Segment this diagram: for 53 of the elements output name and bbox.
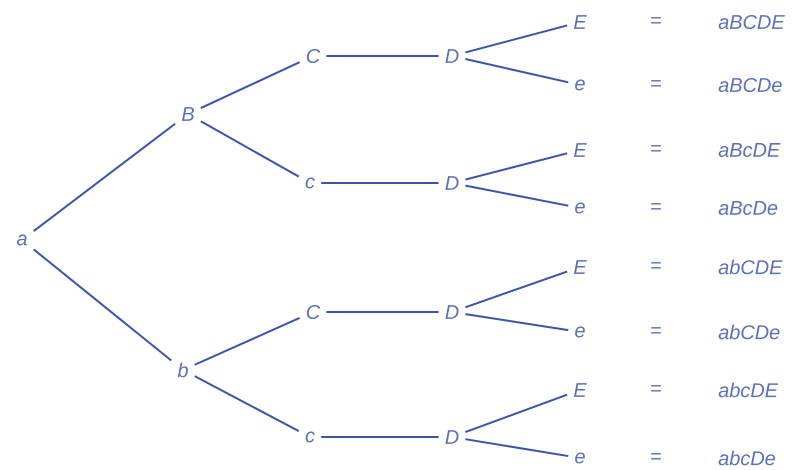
tree-letter: e (575, 452, 585, 464)
branch-line (200, 120, 300, 178)
genotype-label: abcDE (718, 382, 778, 398)
genotype-label: aBCDE (718, 14, 785, 30)
equals-sign: = (651, 145, 661, 152)
tree-letter: e (575, 202, 585, 214)
tree-letter: b (178, 362, 188, 378)
branch-line (465, 58, 568, 84)
tree-letter: D (445, 176, 459, 190)
equals-sign: = (651, 385, 661, 392)
tree-letter: C (306, 48, 320, 64)
tree-letter: e (575, 326, 585, 338)
genotype-label: aBCDe (718, 78, 782, 92)
tree-letter: E (574, 260, 587, 274)
tree-letter: E (574, 383, 587, 397)
branch-line (326, 311, 439, 313)
branch-line (326, 55, 439, 57)
genotype-label: aBcDE (718, 143, 780, 157)
equals-sign: = (651, 203, 661, 210)
tree-letter: a (16, 234, 27, 246)
tree-letter: e (575, 80, 585, 90)
genotype-label: aBcDe (718, 201, 778, 215)
branch-line (321, 436, 439, 438)
equals-sign: = (651, 262, 661, 269)
equals-sign: = (651, 17, 661, 24)
branch-line (465, 152, 568, 181)
branch-line (465, 394, 568, 434)
tree-letter: B (182, 107, 194, 121)
branch-line (465, 270, 568, 308)
branch-line (465, 24, 568, 54)
tree-letter: D (445, 430, 459, 444)
genotype-label: abCDe (718, 324, 780, 340)
branch-line (465, 438, 568, 458)
genotype-label: abcDe (718, 450, 776, 466)
tree-letter: D (445, 305, 459, 319)
equals-sign: = (651, 80, 661, 87)
branch-line (33, 122, 176, 232)
equals-sign: = (651, 453, 661, 460)
tree-letter: E (574, 143, 587, 157)
tree-letter: c (306, 178, 315, 188)
tree-letter: c (306, 432, 315, 442)
branch-line (465, 313, 568, 332)
branch-line (194, 375, 300, 432)
equals-sign: = (651, 327, 661, 334)
genotype-label: abCDE (718, 260, 783, 274)
tree-letter: C (306, 304, 320, 320)
branch-line (200, 61, 300, 109)
tree-letter: D (445, 49, 459, 63)
branch-line (465, 184, 568, 207)
branch-line (33, 248, 172, 362)
branch-line (321, 182, 439, 184)
branch-line (194, 317, 300, 366)
tree-letter: E (574, 15, 587, 29)
